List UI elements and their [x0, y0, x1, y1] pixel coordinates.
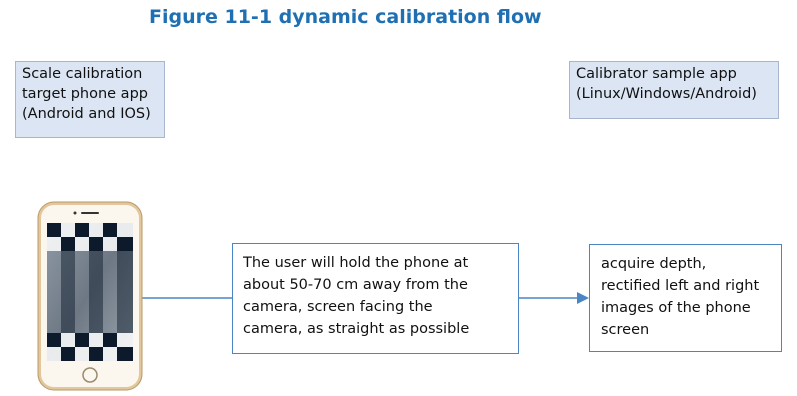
instruction-box: The user will hold the phone at about 50… [232, 243, 519, 354]
phone-icon [37, 201, 143, 396]
acquire-depth-box: acquire depth, rectified left and right … [589, 244, 782, 352]
arrowhead-icon [577, 292, 589, 304]
figure-title: Figure 11-1 dynamic calibration flow [149, 6, 542, 28]
phone-app-label: Scale calibration target phone app (Andr… [15, 61, 165, 138]
calibrator-app-label: Calibrator sample app (Linux/Windows/And… [569, 61, 779, 119]
